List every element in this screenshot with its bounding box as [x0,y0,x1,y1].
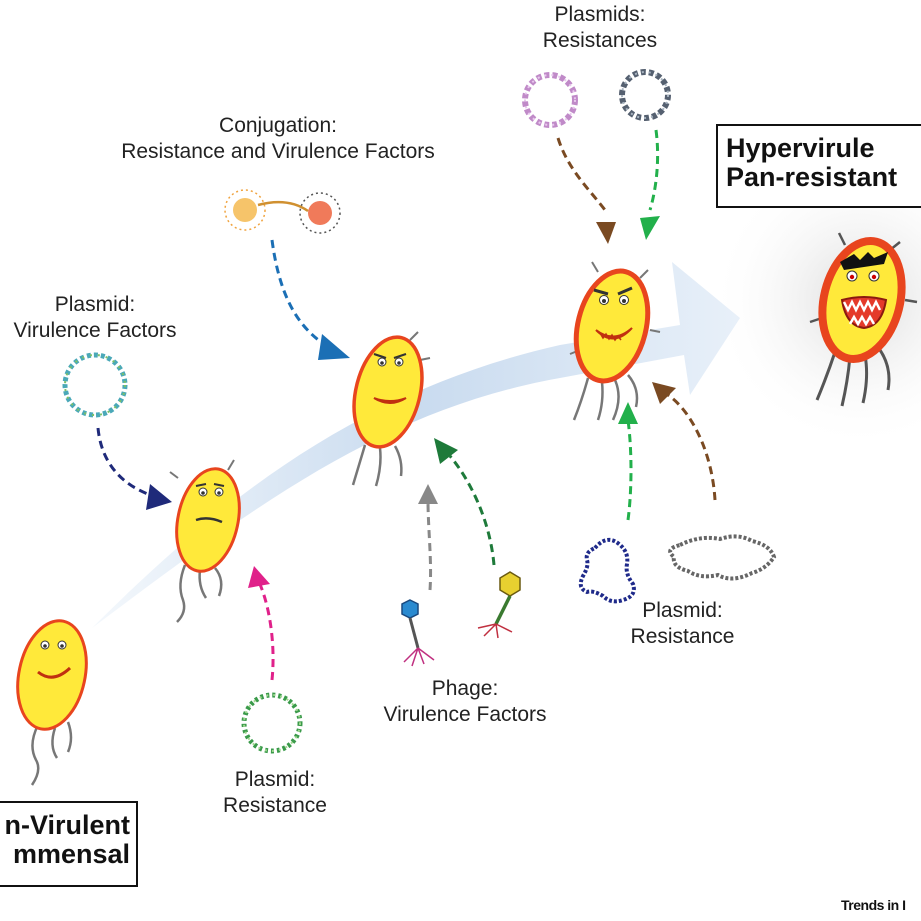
plasmid-icon [619,69,671,121]
label-plasmid-resistance-left: Plasmid: Resistance [223,768,327,817]
arrowhead [418,484,438,504]
bacterium-icon [569,261,661,421]
bacterium-icon [169,459,241,623]
end-stage-box: Hypervirule Pan-resistant [716,124,921,208]
arrowhead [318,334,350,360]
start-stage-box: n-Virulent mmensal [0,801,138,887]
arrowhead [652,382,676,404]
journal-credit: Trends in I [841,897,906,913]
arrowhead [248,566,270,588]
bacterium-icon [16,619,88,786]
arrowhead [596,222,616,244]
dashed-arrow-icon [256,579,275,681]
glow-background [710,150,921,450]
plasmid-icon [241,692,303,754]
bacterium-icon [809,232,918,407]
phage-icon [401,599,435,667]
arrowhead [434,438,458,464]
dashed-arrow-icon [626,419,633,521]
conjugation-icon [224,189,341,234]
dashed-arrow-icon [96,427,161,500]
plasmid-icon [668,534,777,581]
dashed-arrow-icon [426,499,433,591]
plasmid-icon [62,352,128,418]
arrowhead [618,402,638,424]
label-plasmid-virulence: Plasmid: Virulence Factors [13,293,177,342]
plasmid-icon [522,72,578,128]
arrowhead [640,216,660,240]
label-plasmids-resistances: Plasmids: Resistances [542,3,658,52]
bacterium-icon [351,331,431,487]
arrowhead [146,484,172,510]
dashed-arrow-icon [648,129,660,211]
dashed-arrow-icon [270,239,331,350]
dashed-arrow-icon [556,137,607,211]
dashed-arrow-icon [667,393,717,501]
label-phage-virulence: Phage: Virulence Factors [383,677,547,726]
plasmid-icon [578,537,636,604]
label-plasmid-resistance-right: Plasmid: Resistance [630,599,735,648]
phage-icon [477,571,521,639]
dashed-arrow-icon [448,455,496,566]
label-conjugation: Conjugation: Resistance and Virulence Fa… [121,114,435,163]
